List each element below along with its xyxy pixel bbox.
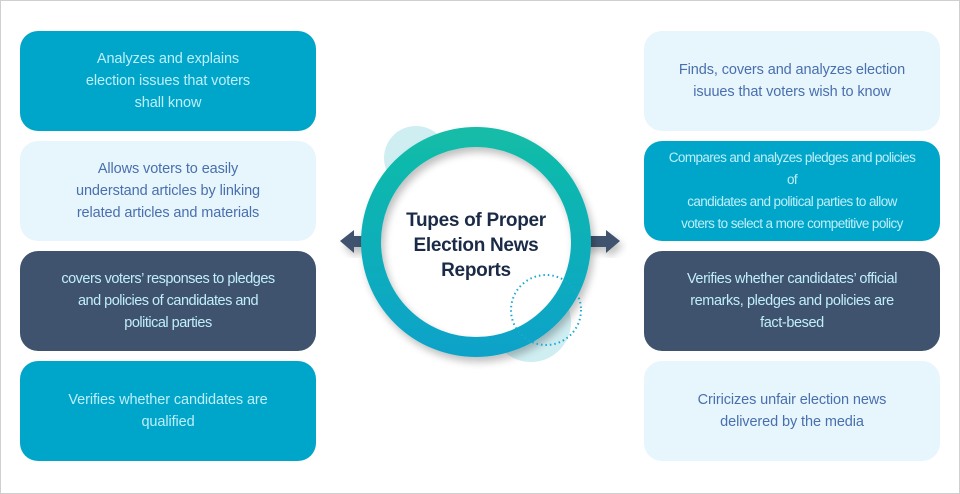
hub-title: Tupes of Proper Election News Reports bbox=[386, 208, 566, 283]
decor-dotted-circle bbox=[510, 274, 582, 346]
left-item-1-line: Analyzes and explains bbox=[96, 51, 240, 67]
hub-ring bbox=[361, 127, 591, 357]
hub-title-line: Election News bbox=[413, 235, 539, 256]
central-hub bbox=[340, 126, 620, 362]
left-item-2-line: Allows voters to easily bbox=[97, 161, 239, 177]
arrow-right-icon bbox=[586, 230, 620, 253]
left-item-3: covers voters’ responses to pledges and p… bbox=[20, 251, 316, 351]
left-item-1: Analyzes and explains election issues tha… bbox=[20, 31, 316, 131]
left-item-2: Allows voters to easily understand articl… bbox=[20, 141, 316, 241]
right-item-3-line: remarks, pledges and policies are bbox=[690, 293, 894, 309]
right-item-2-line: voters to select a more competitive poli… bbox=[681, 216, 903, 231]
right-item-4-line: delivered by the media bbox=[720, 414, 864, 430]
hub-title-line: Reports bbox=[441, 260, 511, 281]
arrow-left-icon bbox=[340, 230, 374, 253]
left-item-1-line: election issues that voters bbox=[85, 73, 251, 89]
left-item-3-line: political parties bbox=[124, 315, 212, 331]
left-item-4-line: Verifies whether candidates are bbox=[68, 392, 268, 408]
right-item-4: Criricizes unfair election news delivered… bbox=[644, 361, 940, 461]
right-item-4-line: Criricizes unfair election news bbox=[697, 392, 887, 408]
right-item-1-line: Finds, covers and analyzes election bbox=[678, 62, 906, 78]
right-item-3-line: Verifies whether candidates’ official bbox=[686, 271, 898, 287]
left-item-1-line: shall know bbox=[134, 95, 202, 111]
hub-white-disc bbox=[376, 142, 576, 342]
left-item-4-line: qualified bbox=[141, 414, 195, 430]
right-item-3: Verifies whether candidates’ official rem… bbox=[644, 251, 940, 351]
right-item-3-line: fact-besed bbox=[760, 315, 824, 331]
right-item-1-line: isuues that voters wish to know bbox=[693, 84, 891, 100]
left-item-2-line: understand articles by linking bbox=[76, 183, 260, 199]
left-item-3-line: and policies of candidates and bbox=[77, 293, 259, 309]
hub-title-line: Tupes of Proper bbox=[406, 210, 546, 231]
left-item-3-line: covers voters’ responses to pledges bbox=[61, 271, 275, 287]
left-item-2-line: related articles and materials bbox=[76, 205, 260, 221]
left-item-4: Verifies whether candidates are qualified bbox=[20, 361, 316, 461]
right-item-2-line: Compares and analyzes pledges and polici… bbox=[668, 150, 916, 187]
right-item-1: Finds, covers and analyzes election isuue… bbox=[644, 31, 940, 131]
right-item-2: Compares and analyzes pledges and polici… bbox=[644, 141, 940, 241]
right-item-2-line: candidates and political parties to allo… bbox=[687, 194, 897, 209]
